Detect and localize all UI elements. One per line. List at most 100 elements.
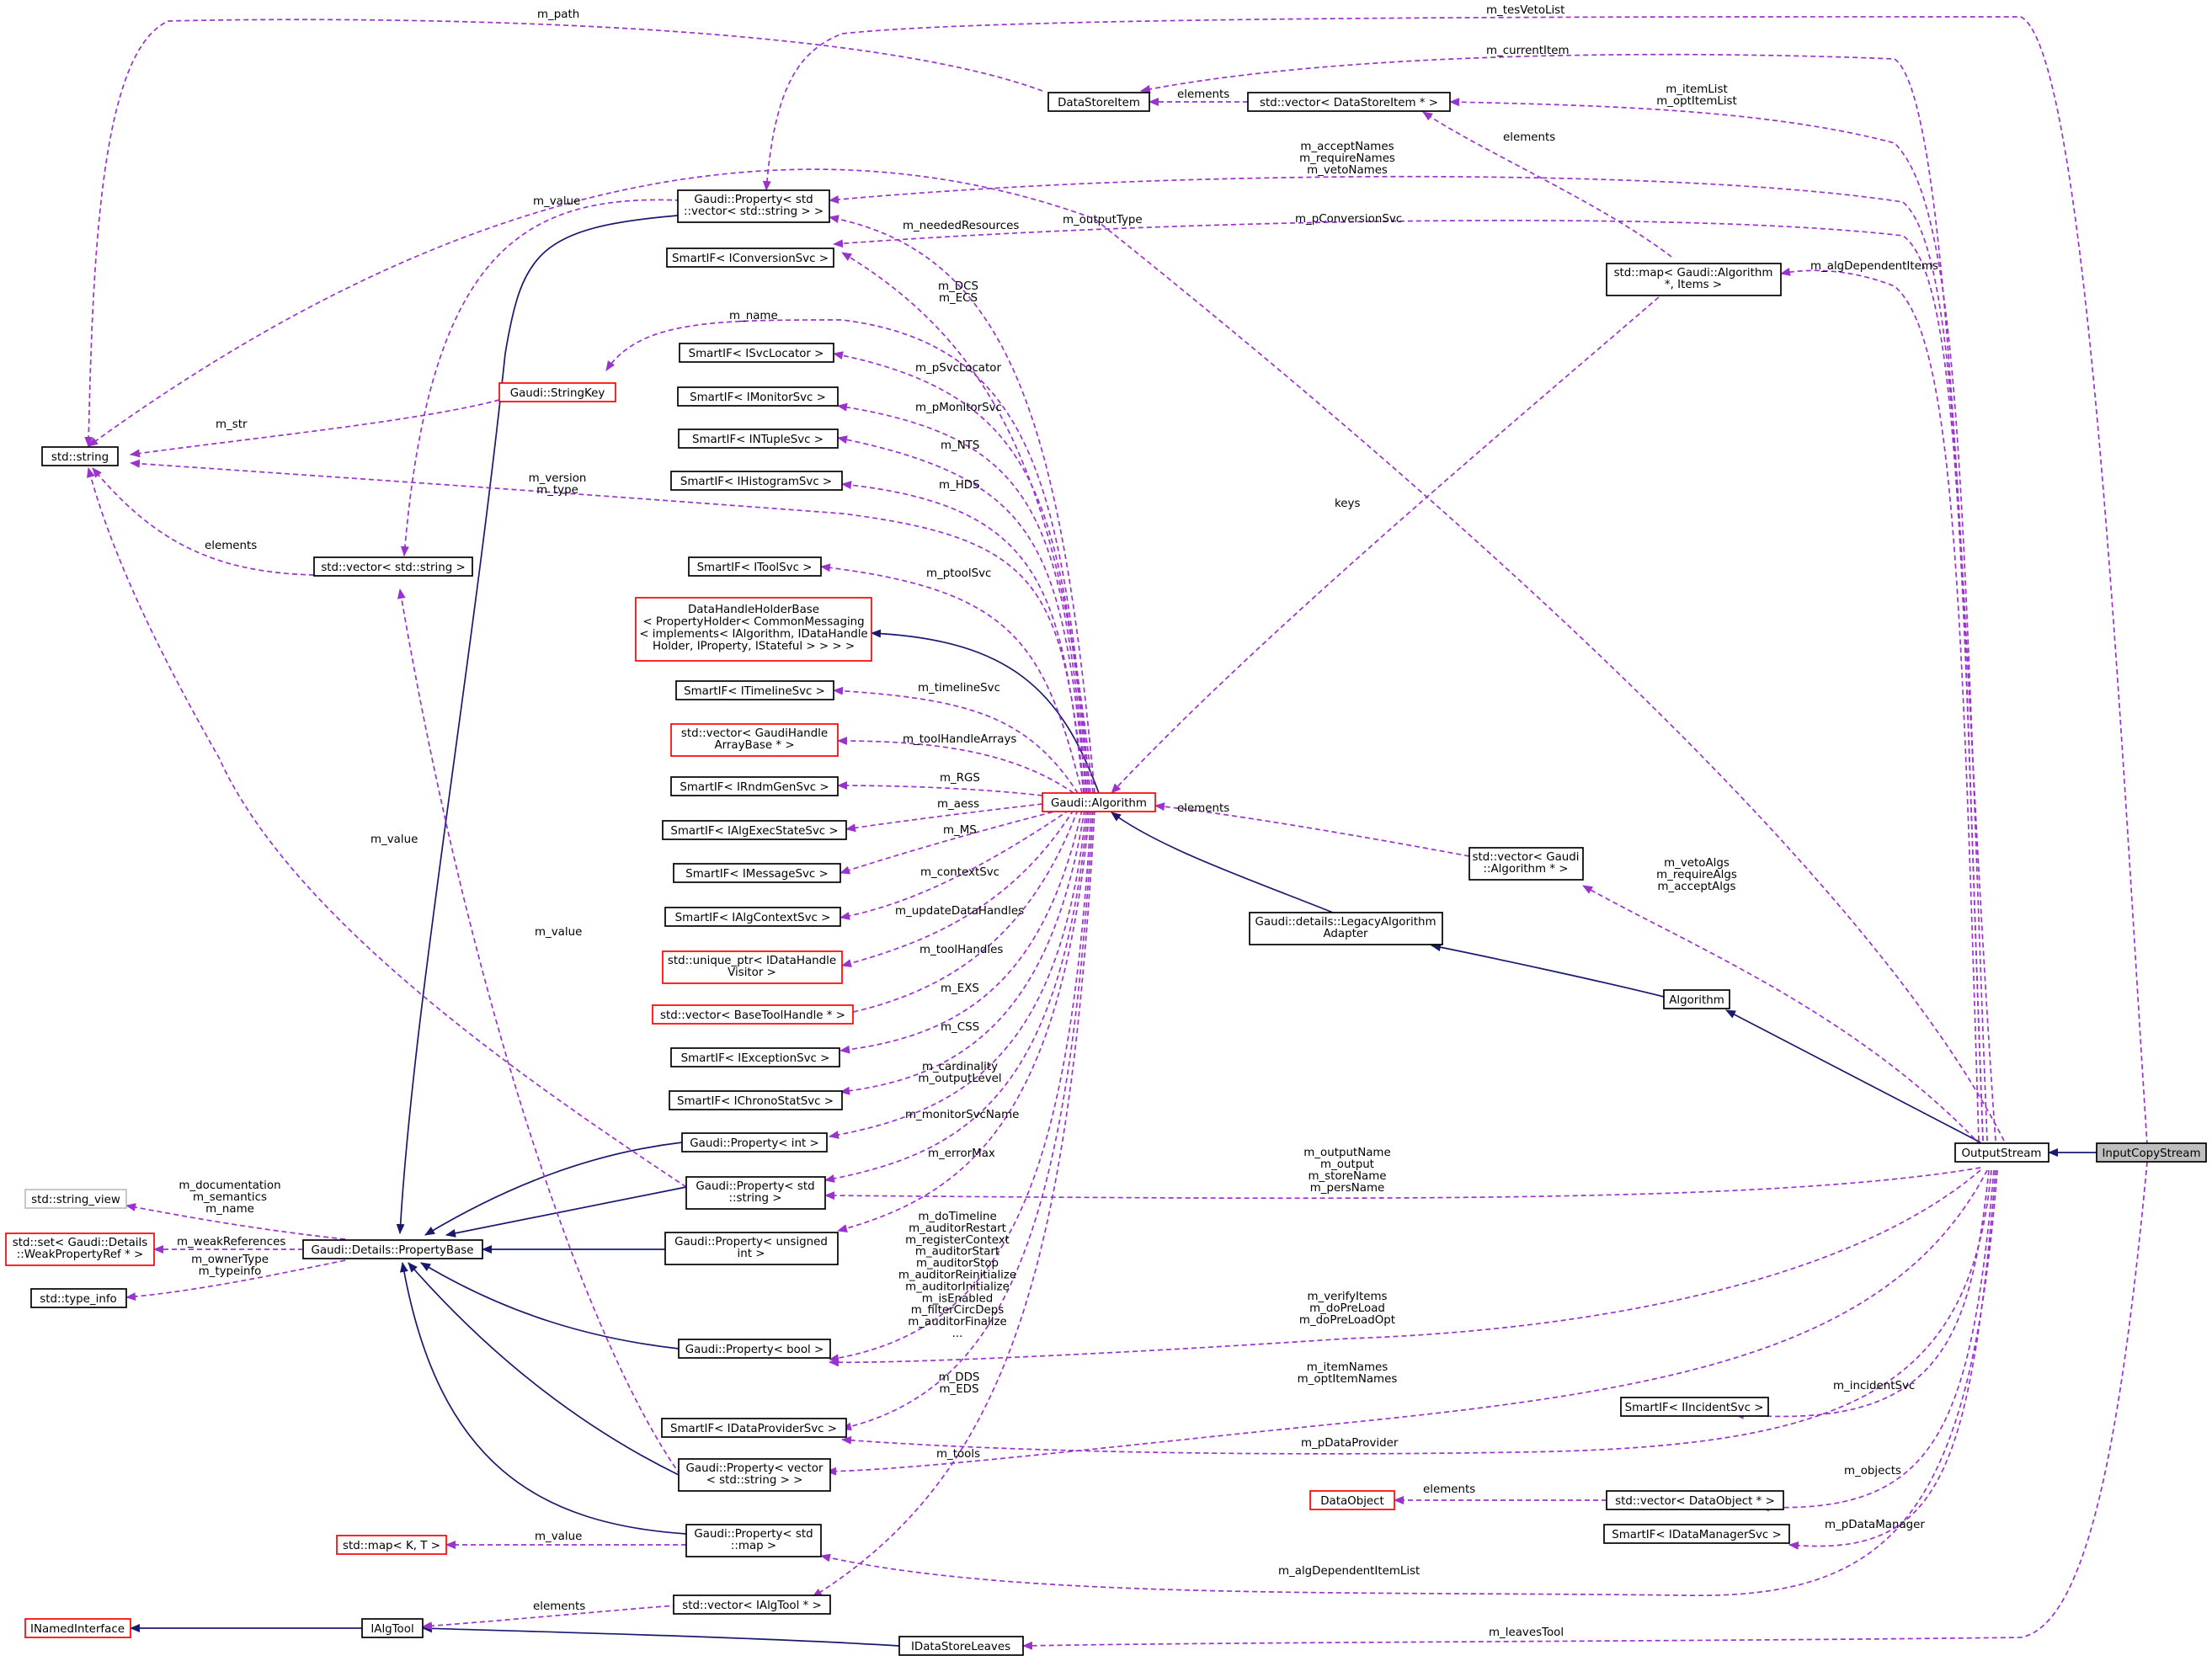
edge-m-tesvetolist xyxy=(762,16,2148,1146)
node-si-idatamanager[interactable]: SmartIF< IDataManagerSvc > xyxy=(1603,1524,1790,1544)
node-gaudi-algorithm[interactable]: Gaudi::Algorithm xyxy=(1042,792,1156,812)
node-set-weak-refs[interactable]: std::set< Gaudi::Details::WeakPropertyRe… xyxy=(5,1232,155,1266)
node-string-view[interactable]: std::string_view xyxy=(24,1189,127,1209)
node-vector-basetoolhandle[interactable]: std::vector< BaseToolHandle * > xyxy=(652,1004,854,1025)
node-vector-string[interactable]: std::vector< std::string > xyxy=(313,556,473,577)
svg-text:std::vector< BaseToolHandle *: std::vector< BaseToolHandle * > xyxy=(660,1009,845,1022)
edge-m-documentation xyxy=(125,1203,346,1240)
edge-label-m-dds-line: m_DDS xyxy=(939,1371,980,1384)
edge-m-cardinality xyxy=(829,809,1087,1139)
node-si-intuple[interactable]: SmartIF< INTupleSvc > xyxy=(678,429,839,449)
svg-text:Gaudi::Property< int >: Gaudi::Property< int > xyxy=(690,1137,818,1150)
edge-label-m-itemlist-line: m_itemList xyxy=(1666,83,1727,96)
svg-text:Gaudi::Algorithm: Gaudi::Algorithm xyxy=(1051,797,1147,810)
node-vector-data-store-item[interactable]: std::vector< DataStoreItem * > xyxy=(1247,92,1451,112)
node-si-ichrono[interactable]: SmartIF< IChronoStatSvc > xyxy=(669,1090,843,1110)
edge-label-bool-flags-line: m_auditorFinalize xyxy=(908,1316,1006,1328)
node-si-imonitor[interactable]: SmartIF< IMonitorSvc > xyxy=(677,386,839,407)
edge-label-elements-dsi: elements xyxy=(1177,88,1229,101)
node-prop-vector-std-string[interactable]: Gaudi::Property< vector< std::string > > xyxy=(678,1458,831,1492)
edge-m-exs xyxy=(839,809,1083,1054)
edge-idatastoreleaves-ialgtool xyxy=(422,1624,900,1647)
svg-text:SmartIF< IMonitorSvc >: SmartIF< IMonitorSvc > xyxy=(690,391,826,404)
edge-elements-vdsi xyxy=(1422,111,1672,258)
node-outputstream[interactable]: OutputStream xyxy=(1954,1142,2049,1163)
node-prop-map[interactable]: Gaudi::Property< std::map > xyxy=(685,1524,822,1557)
node-si-iincident[interactable]: SmartIF< IIncidentSvc > xyxy=(1620,1397,1769,1417)
node-data-handle-holder[interactable]: DataHandleHolderBase< PropertyHolder< Co… xyxy=(635,597,872,662)
node-vector-data-object[interactable]: std::vector< DataObject * > xyxy=(1606,1490,1784,1510)
node-prop-bool[interactable]: Gaudi::Property< bool > xyxy=(678,1339,831,1359)
edge-m-updatedatahandles xyxy=(841,809,1074,967)
node-ialgtool[interactable]: IAlgTool xyxy=(361,1618,424,1638)
node-data-store-item[interactable]: DataStoreItem xyxy=(1047,92,1150,112)
svg-text:Algorithm: Algorithm xyxy=(1669,994,1724,1007)
edge-label-m-leavestool: m_leavesTool xyxy=(1489,1626,1564,1639)
node-si-idataprovider[interactable]: SmartIF< IDataProviderSvc > xyxy=(661,1418,847,1438)
node-type-info[interactable]: std::type_info xyxy=(30,1288,127,1308)
node-inamed-interface[interactable]: INamedInterface xyxy=(24,1618,131,1638)
edge-elements-algo xyxy=(1154,802,1470,857)
edge-m-errormax xyxy=(837,809,1090,1232)
node-si-isvclocator[interactable]: SmartIF< ISvcLocator > xyxy=(679,343,834,363)
edge-m-algdependentitems xyxy=(1780,267,1980,1142)
node-std-string[interactable]: std::string xyxy=(41,446,119,466)
node-si-iconversion[interactable]: SmartIF< IConversionSvc > xyxy=(666,248,834,268)
null-line: int > xyxy=(738,1248,765,1260)
node-property-base[interactable]: Gaudi::Details::PropertyBase xyxy=(302,1239,483,1259)
edge-m-value-vs xyxy=(400,199,681,556)
node-map-alg-items[interactable]: std::map< Gaudi::Algorithm*, Items > xyxy=(1606,263,1782,296)
node-idatastoreleaves[interactable]: IDataStoreLeaves xyxy=(898,1636,1024,1656)
edge-label-bool-flags-line: m_auditorInitialize xyxy=(905,1280,1010,1293)
node-si-ihistogram[interactable]: SmartIF< IHistogramSvc > xyxy=(670,471,843,491)
node-map-kt[interactable]: std::map< K, T > xyxy=(336,1535,447,1555)
null-line: ArrayBase * > xyxy=(714,739,794,752)
node-prop-string[interactable]: Gaudi::Property< std::string > xyxy=(685,1176,826,1210)
edge-label-m-version-line: m_version xyxy=(529,472,587,485)
edge-label-output-names-line: m_outputName xyxy=(1303,1147,1390,1159)
node-data-object[interactable]: DataObject xyxy=(1309,1490,1395,1510)
edge-label-m-incidentsvc: m_incidentSvc xyxy=(1833,1380,1915,1392)
null-line: ::map > xyxy=(731,1540,776,1552)
node-si-iexception[interactable]: SmartIF< IExceptionSvc > xyxy=(670,1047,840,1067)
node-inputcopystream[interactable]: InputCopyStream xyxy=(2096,1142,2207,1163)
edge-label-m-str: m_str xyxy=(216,418,248,431)
edge-label-verify-items-line: m_doPreLoadOpt xyxy=(1299,1314,1395,1327)
edge-m-toolhandlearrays xyxy=(837,737,1074,794)
node-algorithm[interactable]: Algorithm xyxy=(1663,989,1730,1009)
edge-label-m-tesvetolist: m_tesVetoList xyxy=(1486,4,1564,17)
edge-m-contextsvc xyxy=(839,809,1070,920)
edge-accept-names xyxy=(829,175,1984,1142)
edge-m-tools xyxy=(812,809,1095,1598)
svg-text:std::type_info: std::type_info xyxy=(40,1293,116,1306)
edge-m-pconversionsvc xyxy=(833,220,1984,1142)
edge-label-elements-vs: elements xyxy=(205,540,257,552)
edge-m-monitorsvcname xyxy=(824,809,1089,1183)
node-si-ialgcontext[interactable]: SmartIF< IAlgContextSvc > xyxy=(664,907,841,927)
edge-label-bool-flags-line: m_isEnabled xyxy=(922,1292,994,1305)
node-si-imessage[interactable]: SmartIF< IMessageSvc > xyxy=(673,863,841,883)
node-si-itimeline[interactable]: SmartIF< ITimelineSvc > xyxy=(675,680,834,700)
node-string-key[interactable]: Gaudi::StringKey xyxy=(498,382,616,402)
node-si-itool[interactable]: SmartIF< IToolSvc > xyxy=(688,556,822,577)
edge-label-m-dds-line: m_EDS xyxy=(939,1383,978,1396)
node-vector-gaudi-algorithm[interactable]: std::vector< Gaudi::Algorithm * > xyxy=(1468,847,1584,881)
svg-text:SmartIF< IChronoStatSvc >: SmartIF< IChronoStatSvc > xyxy=(677,1095,834,1108)
svg-text:std::string: std::string xyxy=(51,451,109,464)
edge-label-m-value-vec: m_value xyxy=(535,926,582,939)
edge-keys xyxy=(1111,285,1672,794)
edge-bool-flags xyxy=(829,809,1092,1363)
node-prop-int[interactable]: Gaudi::Property< int > xyxy=(681,1132,828,1153)
node-si-ialgexec[interactable]: SmartIF< IAlgExecStateSvc > xyxy=(662,820,847,840)
node-prop-vector-string[interactable]: Gaudi::Property< std::vector< std::strin… xyxy=(677,189,830,223)
node-vector-ialgtool[interactable]: std::vector< IAlgTool * > xyxy=(673,1594,831,1615)
node-si-irndm[interactable]: SmartIF< IRndmGenSvc > xyxy=(670,776,839,796)
edge-m-str xyxy=(130,399,500,458)
edge-label-output-names-line: m_output xyxy=(1320,1158,1374,1171)
